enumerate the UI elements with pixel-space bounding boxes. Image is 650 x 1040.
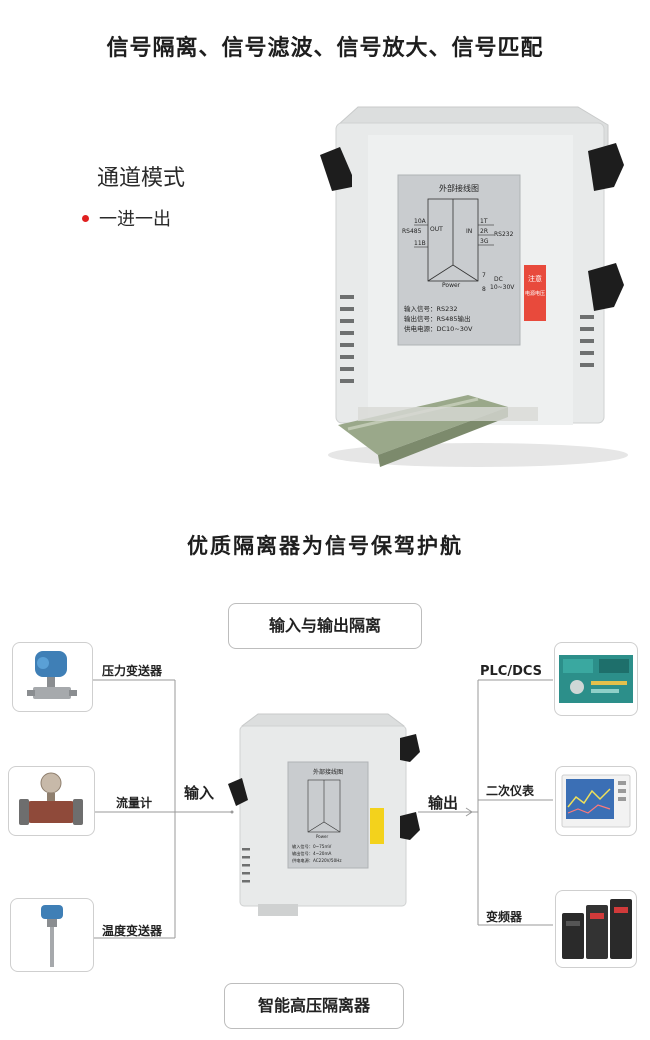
- small-power-label: Power: [316, 834, 328, 839]
- mode-item: 一进一出: [82, 205, 171, 231]
- terminal-label: 11B: [414, 240, 426, 247]
- terminal-label: 3G: [480, 238, 489, 245]
- input-label-pressure: 压力变送器: [102, 664, 163, 678]
- dc-label: DC: [494, 276, 503, 283]
- output-label: 输出: [428, 794, 459, 812]
- warning-text: 电源电压: [525, 290, 545, 297]
- spec-line: 供电电源：DC10~30V: [404, 324, 473, 333]
- power-label: Power: [442, 282, 461, 289]
- terminal-label: RS232: [494, 231, 514, 238]
- dc-range: 10~30V: [490, 284, 515, 291]
- small-spec-line: 输出信号：4~20mA: [292, 850, 332, 857]
- smart-isolator-pill: 智能高压隔离器: [224, 983, 404, 1029]
- output-label-inverter: 变频器: [486, 910, 523, 924]
- plc-dcs-screen-image: [554, 642, 638, 716]
- power-terminal: 7: [482, 272, 486, 279]
- warning-sticker: [524, 265, 546, 321]
- output-label-instrument: 二次仪表: [486, 784, 535, 798]
- terminal-label: 1T: [480, 218, 488, 225]
- flow-meter-image: [8, 766, 95, 836]
- small-panel-title: 外部接线图: [313, 768, 343, 776]
- pressure-transmitter-image: [12, 642, 93, 712]
- input-label-temperature: 温度变送器: [102, 924, 163, 938]
- input-label: 输入: [184, 784, 215, 802]
- terminal-label: IN: [466, 228, 472, 235]
- power-terminal: 8: [482, 286, 486, 293]
- connector-lines: [92, 679, 553, 939]
- small-spec-line: 供电电源：AC220V/50Hz: [292, 857, 342, 864]
- mode-item-label: 一进一出: [99, 209, 171, 230]
- isolator-device-small-image: 外部接线图 Power 输入信号：0~75mV 输出信号：4~20mA 供电电源…: [228, 713, 420, 916]
- input-label-flow: 流量计: [116, 796, 153, 810]
- terminal-label: OUT: [430, 226, 443, 233]
- output-label-plc: PLC/DCS: [480, 664, 543, 679]
- warning-text: 注意: [528, 274, 542, 283]
- small-warning-sticker: [370, 808, 384, 844]
- temperature-transmitter-image: [10, 898, 94, 972]
- small-spec-line: 输入信号：0~75mV: [292, 843, 332, 850]
- spec-line: 输入信号：RS232: [404, 304, 458, 313]
- secondary-instrument-image: [555, 766, 637, 836]
- device-panel-title: 外部接线图: [439, 183, 479, 193]
- isolator-device-image: 外部接线图 10A OUT RS485 11B 1T IN 2R RS232 3…: [320, 106, 628, 467]
- isolation-pill: 输入与输出隔离: [228, 603, 422, 649]
- terminal-label: 2R: [480, 228, 488, 235]
- terminal-label: 10A: [414, 218, 427, 225]
- terminal-label: RS485: [402, 228, 422, 235]
- red-bullet-icon: [82, 214, 89, 222]
- section2-title: 优质隔离器为信号保驾护航: [187, 534, 463, 558]
- spec-line: 输出信号：RS485输出: [404, 314, 471, 323]
- inverter-image: [555, 890, 637, 968]
- hero-title: 信号隔离、信号滤波、信号放大、信号匹配: [106, 36, 544, 61]
- mode-title: 通道模式: [97, 166, 186, 191]
